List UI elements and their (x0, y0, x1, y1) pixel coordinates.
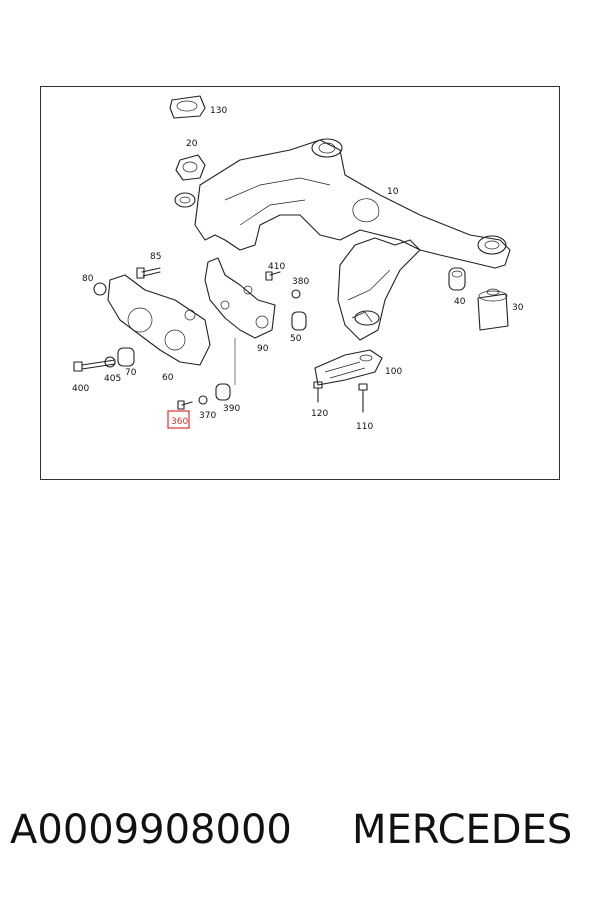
diagram-frame (40, 86, 560, 480)
callout-360[interactable]: 360 (171, 417, 188, 427)
callout-90[interactable]: 90 (257, 344, 269, 354)
callout-130[interactable]: 130 (210, 106, 227, 116)
callout-30[interactable]: 30 (512, 303, 524, 313)
callout-40[interactable]: 40 (454, 297, 466, 307)
part-20-mount (175, 154, 206, 181)
callout-60[interactable]: 60 (162, 373, 174, 383)
callout-120[interactable]: 120 (311, 409, 328, 419)
bolts (73, 267, 368, 413)
callout-410[interactable]: 410 (268, 262, 285, 272)
part-number: A0009908000 (10, 807, 292, 853)
callout-70[interactable]: 70 (125, 368, 137, 378)
callout-390[interactable]: 390 (223, 404, 240, 414)
callout-100[interactable]: 100 (385, 367, 402, 377)
callout-80[interactable]: 80 (82, 274, 94, 284)
part-100-plate (314, 349, 383, 386)
callout-20[interactable]: 20 (186, 139, 198, 149)
subframe-part (174, 138, 511, 341)
callout-10[interactable]: 10 (387, 187, 399, 197)
callout-50[interactable]: 50 (290, 334, 302, 344)
callout-370[interactable]: 370 (199, 411, 216, 421)
highlight-box-360 (167, 410, 190, 429)
part-90-bracket (204, 257, 276, 339)
callout-85[interactable]: 85 (150, 252, 161, 262)
part-30-bushing (477, 288, 509, 331)
part-130-clamp (169, 95, 206, 119)
part-40-bushing (448, 267, 466, 291)
callout-380[interactable]: 380 (292, 277, 309, 287)
callout-400[interactable]: 400 (72, 384, 89, 394)
callout-labels: 130 20 10 85 80 410 380 40 30 50 90 60 7… (72, 106, 524, 432)
callout-405[interactable]: 405 (104, 374, 121, 384)
part-60-carrier (107, 274, 211, 366)
callout-110[interactable]: 110 (356, 422, 373, 432)
brand-name: MERCEDES (352, 807, 573, 853)
